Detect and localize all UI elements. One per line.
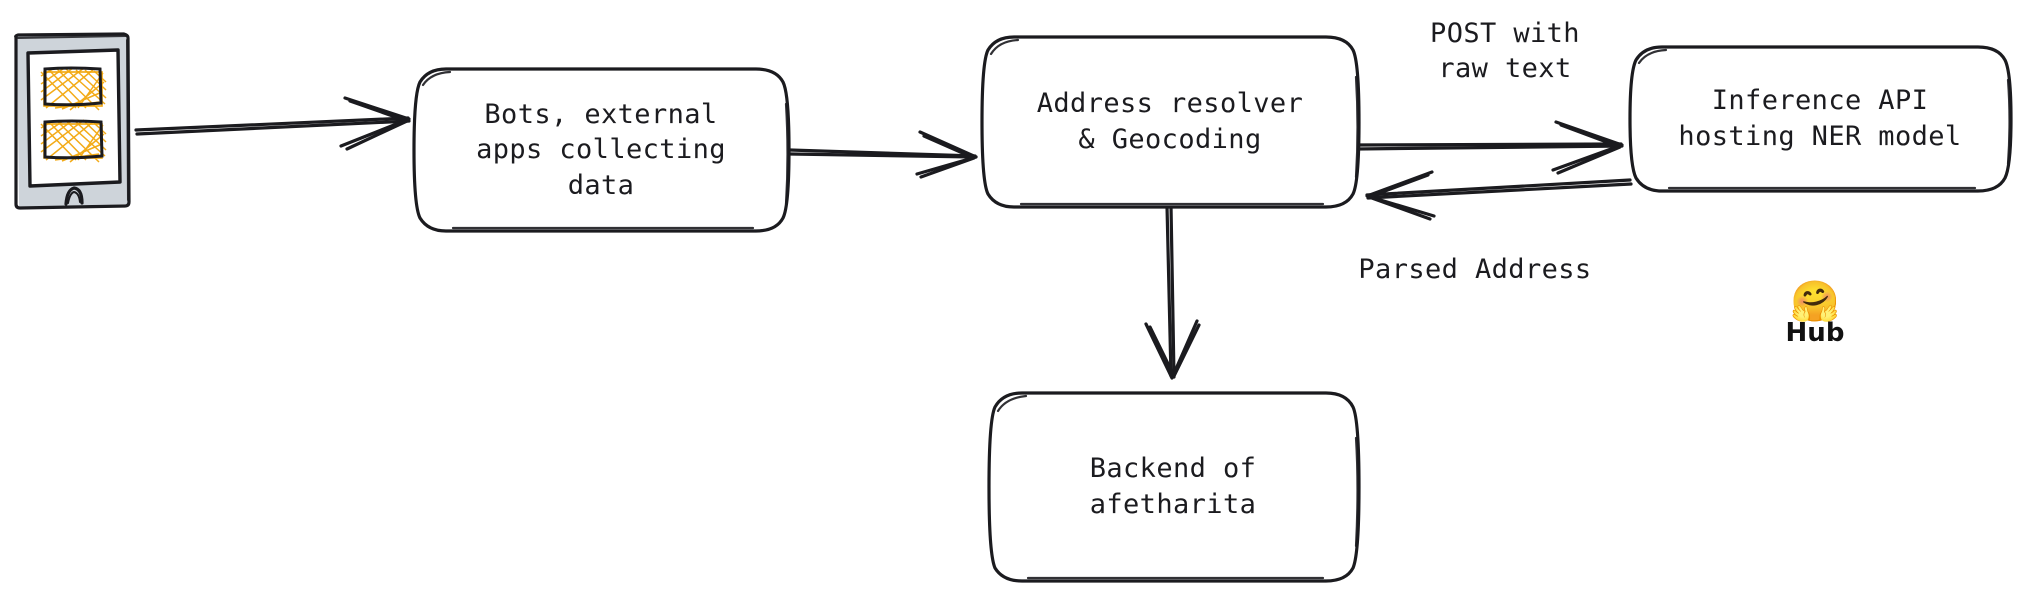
screen-block-upper (40, 66, 107, 111)
edge-inference-to-resolver (1365, 170, 1633, 221)
node-bots-label: Bots, external apps collecting data (476, 98, 726, 201)
mobile-device-illustration (10, 32, 136, 210)
node-inference-api-label: Inference API hosting NER model (1678, 85, 1962, 152)
node-bots-external-apps[interactable]: Bots, external apps collecting data (412, 67, 791, 233)
hugging-face-emoji-icon: 🤗 (1790, 279, 1840, 325)
edge-label-parsed-address: Parsed Address (1358, 254, 1592, 285)
edge-resolver-to-backend (1144, 204, 1201, 380)
node-address-resolver-label: Address resolver & Geocoding (1036, 88, 1304, 155)
screen-block-lower (40, 119, 107, 163)
edge-device-to-bots (134, 96, 411, 151)
node-inference-api[interactable]: Inference API hosting NER model (1628, 45, 2013, 193)
edge-bots-to-resolver (788, 130, 978, 179)
huggingface-hub-badge: 🤗 Hub (1760, 280, 1870, 348)
node-address-resolver[interactable]: Address resolver & Geocoding (980, 35, 1361, 209)
hub-label: Hub (1785, 318, 1845, 348)
edge-label-post-with-raw-text: POST with raw text (1430, 18, 1580, 85)
node-backend-label: Backend of afetharita (1089, 453, 1257, 520)
node-backend-afetharita[interactable]: Backend of afetharita (987, 391, 1361, 583)
edge-resolver-to-inference (1353, 120, 1624, 175)
